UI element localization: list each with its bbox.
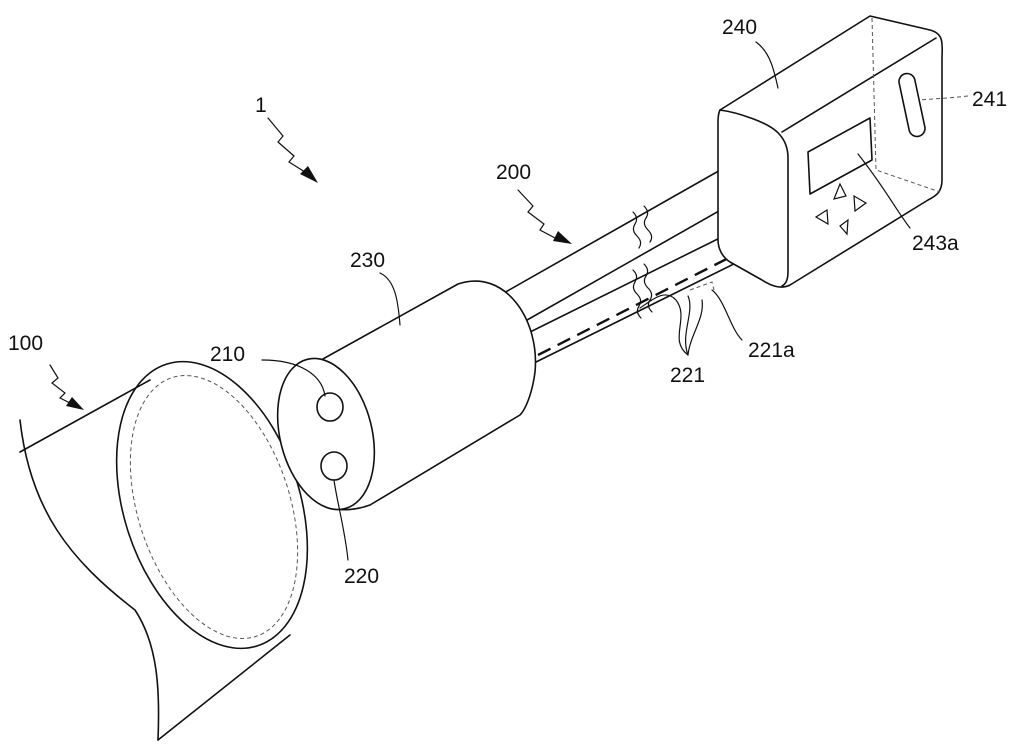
controller-240 [717, 15, 944, 288]
pipe-100 [19, 360, 309, 741]
label-243a: 243a [912, 232, 959, 255]
label-200: 200 [496, 161, 531, 184]
label-240: 240 [722, 16, 757, 39]
reference-labels: 1 100 200 210 220 230 240 241 243a 221 2… [8, 16, 1007, 588]
label-210: 210 [210, 343, 245, 366]
label-100: 100 [8, 332, 43, 355]
label-1: 1 [255, 94, 267, 117]
label-220: 220 [344, 565, 379, 588]
label-241: 241 [972, 88, 1007, 111]
label-221a: 221a [748, 339, 795, 362]
label-230: 230 [350, 249, 385, 272]
label-221: 221 [670, 364, 705, 387]
head-230 [276, 280, 537, 511]
break-marks [632, 205, 653, 319]
leader-lines [49, 41, 969, 561]
